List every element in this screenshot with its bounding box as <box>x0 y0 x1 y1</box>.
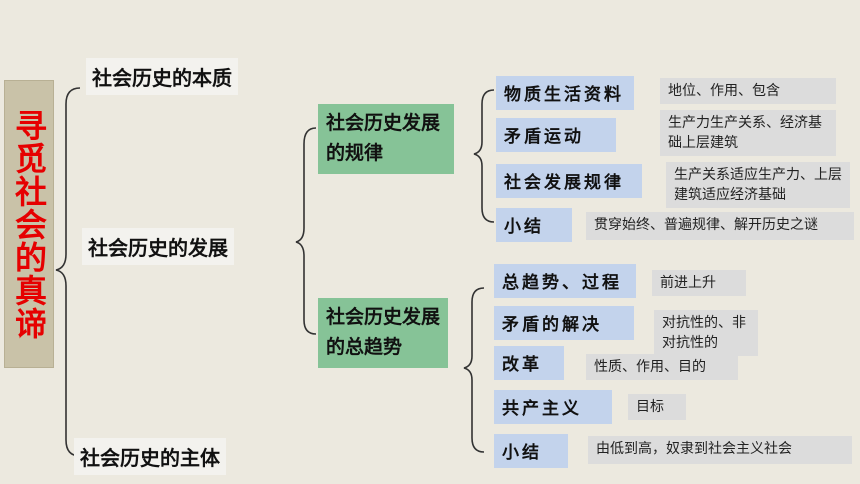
trend-item-note: 目标 <box>628 394 686 420</box>
law-item-note: 贯穿始终、普遍规律、解开历史之谜 <box>586 212 854 240</box>
trend-item-label: 改革 <box>494 346 564 380</box>
law-item-label: 矛盾运动 <box>496 118 616 152</box>
main-title: 寻觅社会的真谛 <box>4 80 54 368</box>
law-item-label: 社会发展规律 <box>496 164 642 198</box>
trend-label: 社会历史发展的总趋势 <box>318 298 448 368</box>
law-item-note: 地位、作用、包含 <box>660 78 836 104</box>
essence-label: 社会历史的本质 <box>86 58 238 95</box>
subject-label: 社会历史的主体 <box>74 438 226 475</box>
trend-item-label: 总趋势、过程 <box>494 264 636 298</box>
trend-item-note: 对抗性的、非对抗性的 <box>654 310 758 356</box>
trend-item-label: 矛盾的解决 <box>494 306 634 340</box>
trend-item-note: 由低到高，奴隶到社会主义社会 <box>588 436 852 464</box>
development-label: 社会历史的发展 <box>82 228 234 265</box>
law-label: 社会历史发展的规律 <box>318 104 454 174</box>
law-item-label: 物质生活资料 <box>496 76 634 110</box>
trend-item-label: 共产主义 <box>494 390 612 424</box>
law-item-note: 生产力生产关系、经济基础上层建筑 <box>660 110 836 156</box>
trend-item-label: 小结 <box>494 434 568 468</box>
law-item-note: 生产关系适应生产力、上层建筑适应经济基础 <box>666 162 850 208</box>
trend-item-note: 性质、作用、目的 <box>586 354 738 380</box>
trend-item-note: 前进上升 <box>652 270 746 296</box>
law-item-label: 小结 <box>496 208 572 242</box>
